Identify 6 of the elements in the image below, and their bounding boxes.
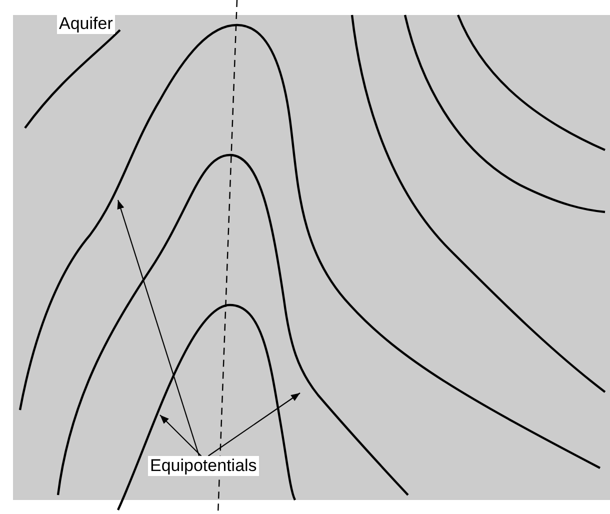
equipotential-line bbox=[56, 154, 409, 496]
area-label: Aquifer bbox=[57, 14, 115, 34]
leader-line bbox=[208, 392, 300, 456]
leader-line bbox=[160, 414, 202, 456]
equipotential-line bbox=[117, 304, 296, 510]
leader-line bbox=[117, 200, 200, 456]
